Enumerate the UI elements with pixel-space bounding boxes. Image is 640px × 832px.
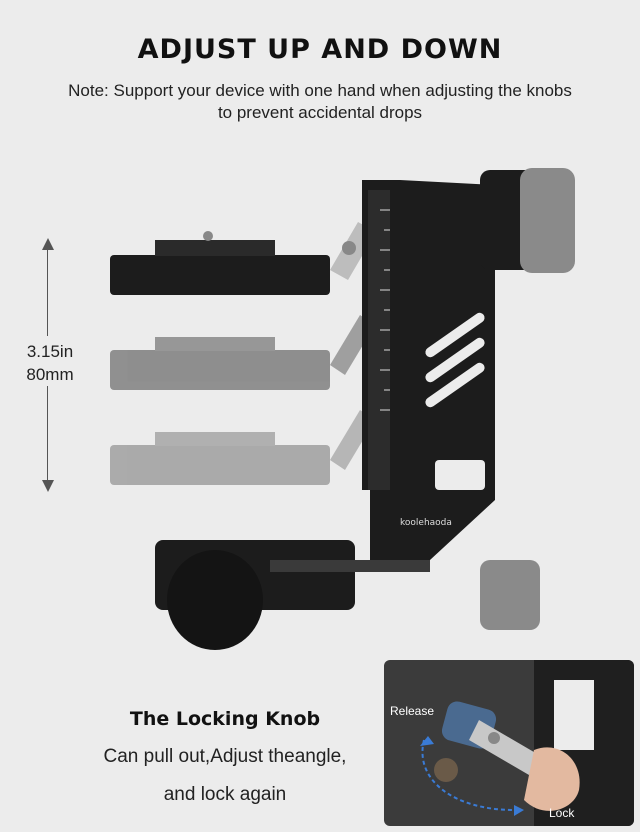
base-rotator: [167, 550, 263, 650]
brand-logo: koolehaoda: [400, 518, 452, 528]
release-label: Release: [390, 704, 435, 718]
measure-mm: 80mm: [26, 365, 74, 384]
ghost-plate-middle: [110, 315, 375, 390]
note-line-1: Note: Support your device with one hand …: [68, 81, 572, 100]
gimbal-head-illustration: koolehaoda: [110, 168, 575, 650]
locking-knob-line-1: Can pull out,Adjust theangle,: [103, 746, 347, 767]
arrow-down-icon: [42, 480, 54, 492]
note-text: Note: Support your device with one hand …: [30, 80, 610, 124]
height-measurement: 3.15in 80mm: [20, 340, 80, 386]
page-title: ADJUST UP AND DOWN: [137, 34, 503, 65]
locking-knob-inset-photo: Release Lock: [384, 660, 634, 826]
upper-knob-icon: [520, 168, 575, 273]
scale-strip: [368, 190, 390, 490]
lower-knob-icon: [480, 560, 540, 630]
locking-knob-description: Can pull out,Adjust theangle, and lock a…: [80, 738, 370, 814]
lock-label: Lock: [549, 806, 575, 820]
locking-knob-title: The Locking Knob: [129, 708, 321, 730]
scale-ticks: [380, 209, 390, 411]
measure-inches: 3.15in: [26, 342, 74, 361]
locking-knob-line-2: and lock again: [163, 784, 287, 805]
top-clamp-plate: [110, 222, 376, 295]
ghost-plate-lower: [110, 410, 375, 485]
arrow-up-icon: [42, 238, 54, 250]
note-line-2: to prevent accidental drops: [217, 103, 423, 122]
locking-knob-closeup: [420, 660, 634, 826]
arm-slots: [425, 312, 485, 490]
